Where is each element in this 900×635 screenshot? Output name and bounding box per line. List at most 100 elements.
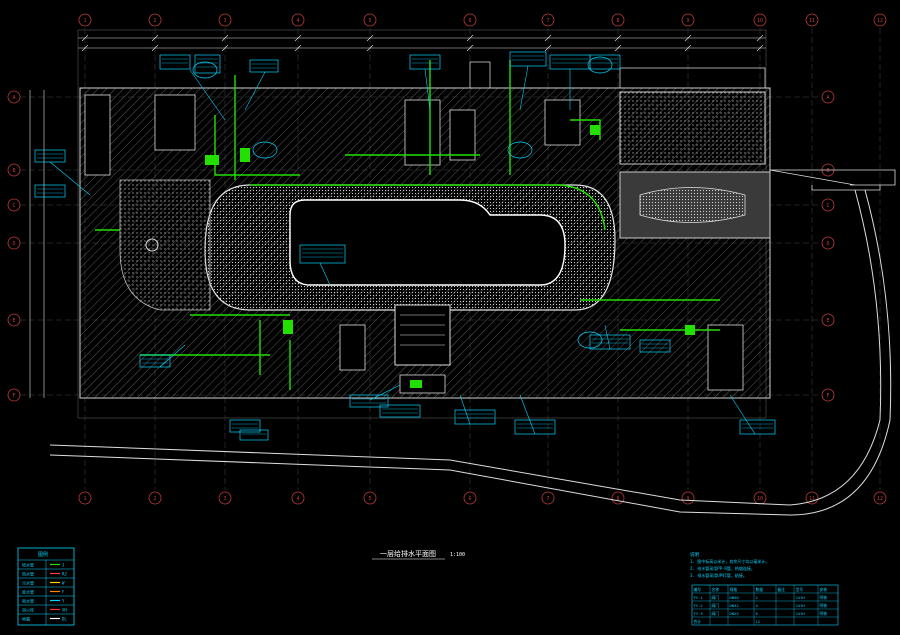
annotation-box (549, 54, 591, 70)
grid-bubble-col (873, 13, 887, 27)
notes-table-header: 规格 (730, 587, 738, 592)
grid-bubble-col (363, 491, 377, 505)
notes-table-cell: 6 (756, 611, 759, 616)
notes-table-cell: J41H (796, 611, 806, 616)
grid-col-label: 6 (468, 18, 471, 24)
notes-table-cell: DN50 (730, 595, 740, 600)
left-hall (119, 179, 211, 311)
grid-bubble-col (291, 491, 305, 505)
notes-table-cell: 阀门 (712, 595, 720, 600)
grid-col-label: 3 (223, 18, 226, 24)
grid-bubble-col (291, 13, 305, 27)
grid-row-label: D (12, 241, 15, 247)
stair-top (404, 99, 441, 166)
grid-row-label: A (826, 95, 829, 101)
grid-bubble-col (873, 491, 887, 505)
grid-bubble-row (7, 163, 21, 177)
grid-row-label: F (826, 393, 829, 399)
annotation-box (34, 149, 66, 163)
notes-table-cell: 明装 (820, 611, 828, 616)
grid-row-label: D (826, 241, 829, 247)
annotation-box (739, 419, 776, 435)
notes-table-header: 备注 (778, 587, 786, 592)
grid-row-label: E (826, 318, 829, 324)
grid-col-label: 12 (877, 18, 883, 24)
grid-col-label: 12 (877, 496, 883, 502)
notes-table-cell: DN25 (730, 611, 739, 616)
annotation-box (349, 394, 389, 408)
grid-col-label: 5 (368, 18, 371, 24)
grid-col-label: 8 (616, 18, 619, 24)
grid-col-label: 5 (368, 496, 371, 502)
grid-bubble-row (821, 90, 835, 104)
grid-bubble-col (753, 13, 767, 27)
legend-item-name: 废水管 (22, 589, 34, 595)
grid-bubble-row (7, 313, 21, 327)
note-line: 2. 给水管采用PP-R管，热熔连接。 (690, 565, 755, 571)
drawing-title: 一层给排水平面图 (380, 549, 436, 558)
notes-table-cell: 明装 (820, 595, 828, 600)
notes-table (691, 584, 839, 626)
notes-table-cell: J41H (796, 603, 806, 608)
notes-table-header: 安装 (820, 587, 828, 592)
stair-left (84, 94, 111, 176)
annotation-box (139, 354, 171, 368)
notes-table-cell: J41H (796, 595, 806, 600)
notes-table-header: 名称 (712, 587, 720, 592)
grid-col-label: 1 (83, 18, 86, 24)
roof-overhang (619, 67, 766, 89)
notes-table-cell: FY-1 (694, 595, 704, 600)
annotation-box (514, 419, 556, 435)
legend-item-symbol: XH (62, 608, 67, 613)
grid-bubble-col (805, 491, 819, 505)
grid-col-label: 7 (546, 18, 549, 24)
notes-table-cell: 12 (756, 619, 761, 624)
pipe-annotations (34, 51, 776, 441)
notes-table-cell: - (778, 611, 780, 616)
water-pipe-network (95, 60, 720, 390)
grid-col-label: 2 (153, 496, 156, 502)
grid-col-label: 10 (757, 496, 763, 502)
grid-row-label: E (12, 318, 15, 324)
ramp (49, 169, 896, 516)
annotation-cloud (252, 141, 278, 159)
legend-item-name: 消火栓 (22, 607, 34, 613)
grid-bubble-col (148, 13, 162, 27)
notes-table-cell: DN32 (730, 603, 739, 608)
grid-bubble-col (463, 13, 477, 27)
annotation-cloud (587, 56, 613, 74)
drawing-scale: 1:100 (450, 552, 465, 558)
annotation-box (409, 54, 441, 70)
grid-bubble-col (463, 491, 477, 505)
annotation-box (34, 184, 66, 198)
grid-col-label: 11 (809, 496, 815, 502)
grid-col-label: 10 (757, 18, 763, 24)
notes-table-cell: - (778, 595, 780, 600)
grid-col-label: 4 (296, 18, 299, 24)
notes-table-cell: 阀门 (712, 611, 720, 616)
legend-item-symbol: W (62, 581, 65, 586)
grid-bubble-row (821, 198, 835, 212)
annotation-box (509, 51, 547, 67)
grid-bubble-col (78, 491, 92, 505)
notes-title: 说明 (690, 551, 699, 558)
grid-col-label: 6 (468, 496, 471, 502)
grid-bubble-col (541, 491, 555, 505)
grid-bubble-row (7, 388, 21, 402)
legend-item-symbol: F (62, 590, 65, 595)
annotation-box (159, 54, 191, 70)
annotation-box (194, 54, 221, 74)
annotation-box (454, 409, 496, 425)
legend-item-symbol: RJ (62, 572, 67, 577)
annotation-box (239, 429, 269, 441)
legend-item-name: 污水管 (22, 580, 34, 586)
notes-table-cell: 4 (756, 603, 759, 608)
building-body (79, 87, 771, 399)
grid-bubble-col (681, 491, 695, 505)
grid-bubble-row (821, 236, 835, 250)
annotation-cloud (192, 61, 218, 79)
right-top-room (619, 91, 766, 165)
annotation-cloud (577, 331, 603, 349)
